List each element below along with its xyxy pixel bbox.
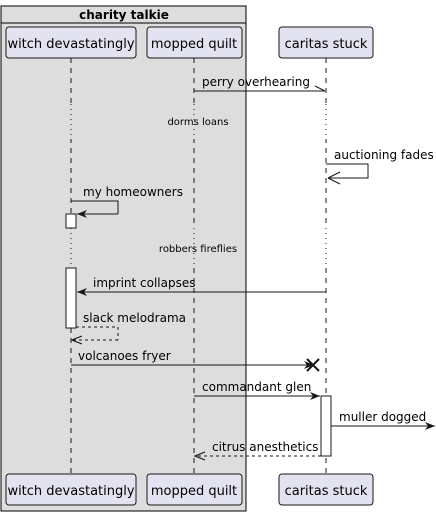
participant-box [146, 26, 243, 59]
participant-box [278, 26, 374, 59]
message-arrowhead-auctioning-fades [327, 171, 341, 179]
message-label-imprint-collapses: imprint collapses [93, 276, 196, 290]
participant-caritas-bottom[interactable]: caritas stuck [278, 473, 374, 506]
message-arrow-my-homeowners [71, 200, 119, 214]
messages: perry overhearing dorms loans auctioning… [71, 75, 435, 456]
participant-box [5, 473, 137, 506]
message-label-muller-dogged: muller dogged [339, 410, 426, 424]
participant-label: caritas stuck [285, 484, 368, 499]
participants-bottom: witch devastatingly mopped quilt caritas… [5, 473, 374, 506]
message-arrow-auctioning-fades [326, 163, 369, 179]
participant-quilt-top[interactable]: mopped quilt [146, 26, 243, 59]
message-label-slack-melodrama: slack melodrama [83, 311, 186, 325]
group-title: charity talkie [79, 8, 169, 22]
message-label-volcanoes-fryer: volcanoes fryer [78, 349, 171, 363]
activation-witch-2 [65, 267, 77, 329]
participant-witch-top[interactable]: witch devastatingly [5, 26, 137, 59]
participant-label: mopped quilt [151, 484, 237, 499]
message-label-perry-overhearing: perry overhearing [202, 75, 310, 89]
participant-label: mopped quilt [151, 37, 237, 52]
message-label-auctioning-fades: auctioning fades [334, 148, 434, 162]
message-arrow-slack-melodrama [76, 326, 119, 340]
delay-label-1: dorms loans [167, 117, 228, 128]
message-arrowhead-perry-overhearing [314, 85, 326, 92]
participant-box [278, 473, 374, 506]
message-label-commandant-glen: commandant glen [202, 380, 311, 394]
activation-caritas [320, 395, 332, 457]
message-label-citrus-anesthetics: citrus anesthetics [212, 440, 318, 454]
participant-quilt-bottom[interactable]: mopped quilt [146, 473, 243, 506]
participant-box [5, 26, 137, 59]
participant-label: caritas stuck [285, 37, 368, 52]
participant-witch-bottom[interactable]: witch devastatingly [5, 473, 137, 506]
participant-label: witch devastatingly [7, 484, 134, 499]
group-box: charity talkie [0, 5, 247, 512]
participants-top: witch devastatingly mopped quilt caritas… [5, 26, 374, 59]
delay-gaps [69, 104, 328, 268]
participant-box [146, 473, 243, 506]
message-arrowhead2-auctioning-fades [327, 177, 341, 185]
group-frame [0, 5, 247, 512]
destroy-icon [306, 358, 320, 372]
participant-caritas-top[interactable]: caritas stuck [278, 26, 374, 59]
activation-witch-1 [65, 213, 77, 229]
delay-label-2: robbers fireflies [159, 244, 237, 255]
message-label-my-homeowners: my homeowners [83, 185, 183, 199]
participant-label: witch devastatingly [7, 37, 134, 52]
